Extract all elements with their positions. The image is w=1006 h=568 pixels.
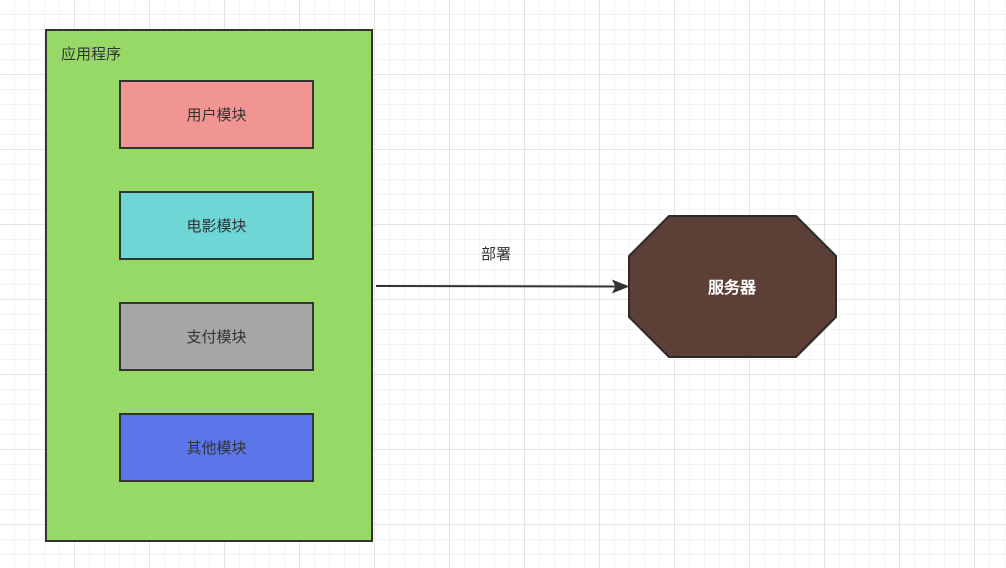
deploy-arrow-line[interactable] <box>375 285 617 288</box>
payment-module[interactable]: 支付模块 <box>119 302 314 371</box>
movie-module[interactable]: 电影模块 <box>119 191 314 260</box>
user-module[interactable]: 用户模块 <box>119 80 314 149</box>
other-module[interactable]: 其他模块 <box>119 413 314 482</box>
server-octagon[interactable] <box>628 215 837 358</box>
server-label: 服务器 <box>707 278 756 297</box>
application-label: 应用程序 <box>61 45 122 63</box>
deploy-arrowhead <box>611 279 630 294</box>
deploy-edge-label: 部署 <box>480 245 511 263</box>
